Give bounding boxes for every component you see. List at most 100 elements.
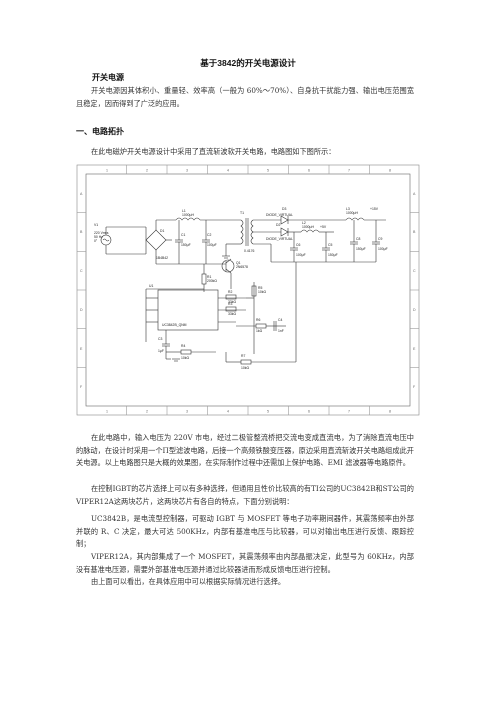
col-label: 2	[146, 410, 148, 414]
label-d1-part: 1B4B42	[156, 256, 168, 260]
label-d1: D1	[160, 229, 164, 233]
resistor-r3-symbol	[225, 306, 237, 312]
row-label: D	[80, 308, 83, 312]
label-c3-val: 1μF	[158, 349, 164, 353]
row-label: C	[413, 269, 416, 273]
label-r3: R3	[228, 302, 232, 306]
label-t1: T1	[240, 211, 244, 215]
label-c9: C9	[378, 237, 382, 241]
label-c2-val: 100μF	[207, 243, 217, 247]
label-q1: Q1	[236, 261, 241, 265]
label-c3: C3	[158, 337, 162, 341]
resistor-r2-symbol	[225, 294, 237, 300]
paragraph-conclusion: 由上面可以看出，在具体应用中可以根据实际情况进行选择。	[91, 577, 286, 586]
resistor-r6-symbol	[255, 323, 267, 329]
col-label: 3	[186, 169, 188, 173]
label-v1-spec: 0°	[94, 239, 98, 243]
inductor-l2-symbol	[300, 229, 320, 233]
resistor-r1-symbol	[201, 273, 207, 285]
diode-d2-symbol	[280, 227, 289, 237]
inductor-l3-symbol	[345, 217, 365, 221]
label-l1-val: 1000μH	[182, 213, 194, 217]
col-label: 2	[146, 169, 148, 173]
paragraph-uc3842b: UC3842B，是电流型控制器，可驱动 IGBT 与 MOSFET 等电子功率期…	[76, 514, 414, 548]
document-title: 基于3842的开关电源设计	[200, 58, 296, 68]
label-r1: R1	[207, 275, 211, 279]
label-r6: R6	[256, 318, 260, 322]
row-label: E	[80, 347, 83, 351]
label-r5: R5	[258, 286, 262, 290]
col-label: 5	[267, 410, 269, 414]
label-r4-val: 10kΩ	[181, 356, 189, 360]
label-v1-spec: 220 Vrms	[94, 231, 109, 235]
label-l3-val: 1000μH	[346, 211, 358, 215]
label-r6-val: 1kΩ	[256, 329, 263, 333]
row-label: F	[80, 385, 83, 389]
resistor-r4-symbol	[180, 349, 192, 355]
frame-outer	[76, 164, 420, 416]
label-c4-val: 1nF	[278, 329, 284, 333]
col-label: 7	[348, 169, 350, 173]
label-d3-part: DIODE_VIRTUAL	[266, 213, 293, 217]
frame-ticks	[77, 165, 419, 415]
label-c9-val: 100μF	[378, 247, 388, 251]
col-label: 6	[308, 169, 310, 173]
label-v1-spec: 50 Hz	[94, 235, 103, 239]
paragraph-viper12a: VIPER12A，其内部集成了一个 MOSFET，其震荡频率由内部晶振决定，此型…	[76, 552, 414, 574]
label-r5-val: 10kΩ	[258, 290, 266, 294]
resistor-r5-symbol	[251, 285, 257, 297]
label-d3: D3	[282, 207, 286, 211]
transformer-primary	[240, 219, 244, 245]
row-label: D	[413, 308, 416, 312]
circuit-wires	[100, 215, 386, 365]
label-t1-ratio: 0.4176	[244, 249, 254, 253]
col-label: 5	[267, 169, 269, 173]
label-c1-val: 150μF	[181, 243, 191, 247]
label-r7: R7	[241, 354, 245, 358]
label-q1-part: 2N6578	[236, 265, 248, 269]
label-l2: L2	[302, 221, 306, 225]
transistor-q1-symbol	[221, 259, 235, 273]
paragraph-chip-selection: 在控制IGBT的芯片选择上可以有多种选择，但通用且性价比较高的有TI公司的UC3…	[76, 484, 414, 506]
frame-labels: 1 2 3 4 5 6 7 8 1 2 3 4 5 6 7 8 A B C D …	[80, 169, 416, 414]
paragraph-circuit-description: 在此电路中，输入电压为 220V 市电，经过二极管整流桥把交流电变成直流电，为了…	[76, 433, 414, 467]
frame-inner	[85, 173, 411, 407]
row-label: B	[80, 230, 83, 234]
label-u1: U1	[149, 284, 153, 288]
col-label: 1	[106, 169, 108, 173]
label-c6: C6	[296, 243, 300, 247]
col-label: 4	[227, 169, 229, 173]
row-label: A	[413, 192, 416, 196]
label-r2-val: 33kΩ	[228, 300, 236, 304]
resistor-r7-symbol	[240, 359, 252, 365]
col-label: 3	[186, 410, 188, 414]
col-label: 7	[348, 410, 350, 414]
label-u1-part: UC3842B_QNM	[162, 323, 187, 327]
section-heading: 一、电路拓扑	[76, 127, 124, 136]
label-c8-val: 150μF	[356, 247, 366, 251]
label-c5-val: 150μF	[328, 253, 338, 257]
col-label: 8	[389, 410, 391, 414]
label-r3-val: 33kΩ	[228, 312, 236, 316]
label-l1: L1	[182, 209, 186, 213]
ac-wave-icon	[102, 238, 110, 242]
transformer-secondary	[250, 219, 254, 245]
row-label: C	[80, 269, 83, 273]
label-c6-val: 100μF	[296, 253, 306, 257]
label-r2: R2	[228, 290, 232, 294]
subheading: 开关电源	[92, 73, 124, 82]
component-labels: V1 220 Vrms 50 Hz 0° D1 1B4B42 L1 1000μH…	[94, 207, 388, 370]
label-l3: L3	[346, 207, 350, 211]
label-v1: V1	[94, 223, 98, 227]
label-r7-val: 10kΩ	[241, 366, 249, 370]
label-r1-val: 200kΩ	[207, 279, 217, 283]
row-label: F	[413, 385, 416, 389]
label-r4: R4	[181, 344, 185, 348]
label-c4: C4	[278, 318, 282, 322]
label-l2-val: 1000μH	[302, 225, 314, 229]
col-label: 8	[389, 169, 391, 173]
circuit-schematic: 1 2 3 4 5 6 7 8 1 2 3 4 5 6 7 8 A B C D …	[76, 164, 420, 416]
col-label: 1	[106, 410, 108, 414]
col-label: 4	[227, 410, 229, 414]
